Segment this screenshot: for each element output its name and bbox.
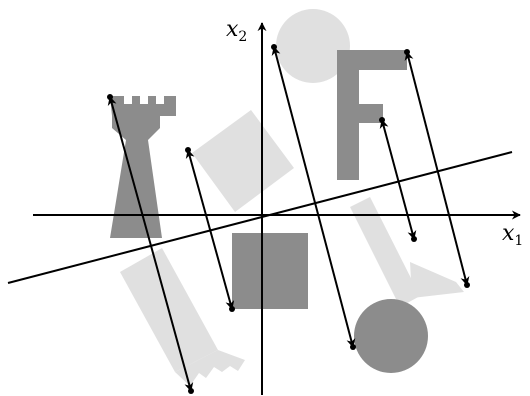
arrow-tower [110, 97, 191, 391]
original-square [232, 233, 308, 309]
x2-axis-label: x2 [226, 17, 247, 45]
arrow-f-top [407, 52, 467, 285]
tower-battlements [124, 96, 164, 104]
x1-axis-label: x1 [502, 221, 523, 249]
original-f-shape [337, 50, 407, 180]
reflected-square [192, 110, 294, 212]
reflected-tower [120, 248, 245, 386]
original-circle [354, 299, 428, 373]
